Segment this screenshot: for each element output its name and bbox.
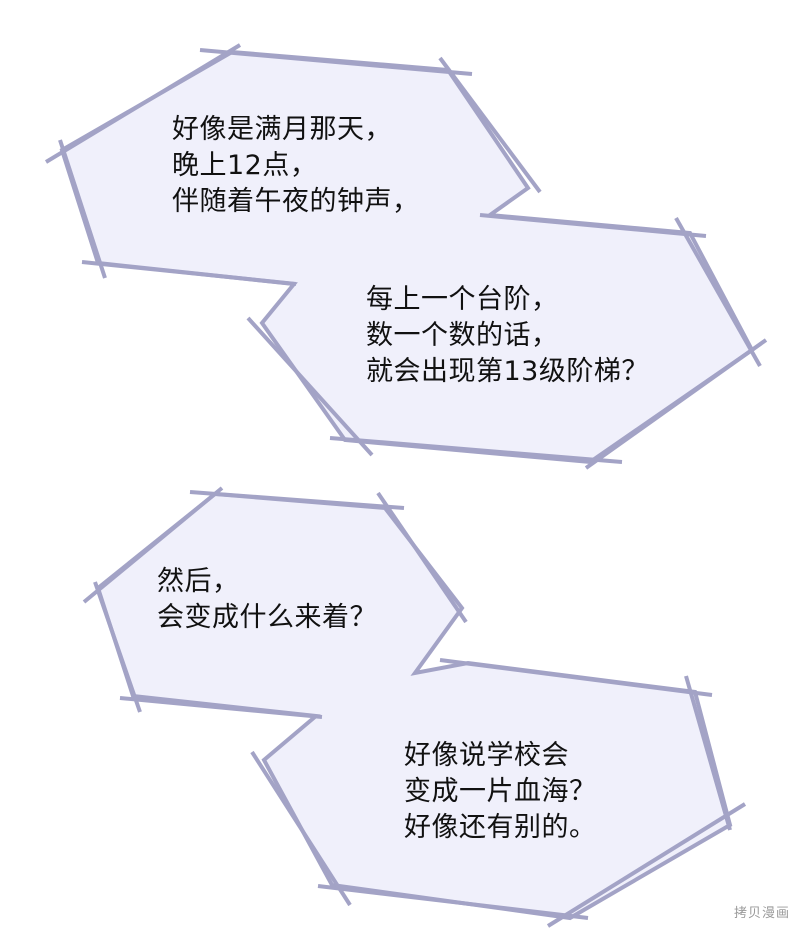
watermark: 拷贝漫画 — [733, 906, 790, 921]
speech-text-1: 好像是满月那天， 晚上12点， 伴随着午夜的钟声， — [172, 112, 420, 220]
speech-line: 数一个数的话， — [366, 320, 559, 351]
speech-line: 伴随着午夜的钟声， — [172, 186, 420, 217]
speech-line: 每上一个台阶， — [366, 284, 559, 315]
speech-line: 好像还有别的。 — [404, 812, 597, 843]
sketch-lines-top — [44, 43, 768, 470]
speech-line: 好像说学校会 — [404, 740, 569, 771]
speech-line: 变成一片血海？ — [404, 776, 597, 807]
speech-line: 晚上12点， — [172, 150, 318, 181]
speech-line: 然后， — [157, 566, 240, 597]
speech-text-4: 好像说学校会 变成一片血海？ 好像还有别的。 — [404, 738, 597, 846]
speech-text-2: 每上一个台阶， 数一个数的话， 就会出现第13级阶梯？ — [366, 282, 649, 390]
speech-line: 好像是满月那天， — [172, 114, 392, 145]
speech-line: 就会出现第13级阶梯？ — [366, 356, 649, 387]
speech-text-3: 然后， 会变成什么来着？ — [157, 564, 377, 636]
speech-line: 会变成什么来着？ — [157, 602, 377, 633]
sketch-lines-bottom — [82, 486, 747, 928]
